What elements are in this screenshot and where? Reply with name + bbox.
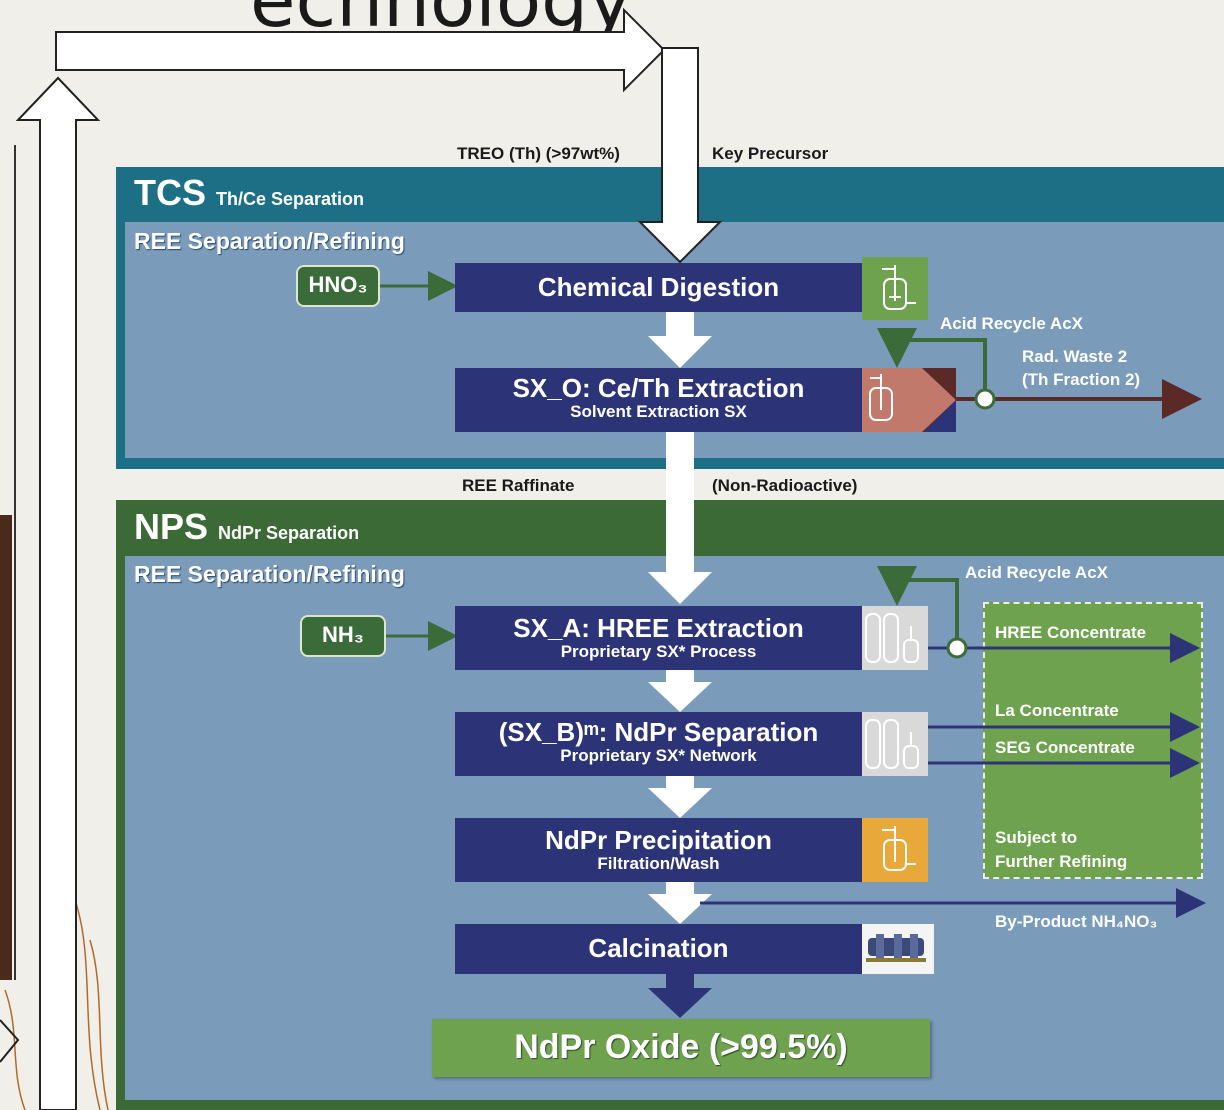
box-calcination: Calcination — [455, 924, 862, 974]
column-icon-a — [862, 606, 928, 670]
precipitation-reactor-icon — [862, 818, 928, 882]
nps-title-text: NPS — [134, 506, 209, 547]
sx-o-title: SX_O: Ce/Th Extraction — [512, 373, 805, 403]
flow-arrow-outline — [15, 7, 666, 1110]
box-precipitation: NdPr Precipitation Filtration/Wash — [455, 818, 862, 882]
precipitation-subtitle: Filtration/Wash — [597, 854, 720, 873]
kiln-glyph — [866, 934, 926, 962]
label-key-precursor: Key Precursor — [712, 144, 829, 163]
kiln-icon — [862, 924, 934, 974]
tcs-refining-title: REE Separation/Refining — [134, 228, 405, 254]
left-brown-panel — [0, 515, 12, 980]
nps-acid-recycle-label: Acid Recycle AcX — [965, 563, 1108, 582]
product-label: NdPr Oxide (>99.5%) — [514, 1028, 848, 1066]
precipitation-reactor-glyph — [882, 826, 916, 871]
label-ree-raffinate: REE Raffinate — [462, 476, 575, 495]
sx-o-subtitle: Solvent Extraction SX — [570, 402, 747, 421]
nps-subtitle: NdPr Separation — [218, 523, 360, 543]
tcs-title-text: TCS — [134, 172, 206, 213]
calcination-label: Calcination — [588, 933, 729, 963]
column-glyph-a — [865, 613, 919, 663]
left-frame-line — [0, 145, 16, 980]
tcs-acid-recycle-label: Acid Recycle AcX — [940, 314, 1083, 333]
extraction-glyph — [869, 368, 956, 432]
input-hno3: HNO₃ — [296, 265, 380, 307]
subject-to-label: Subject to — [995, 828, 1078, 847]
hree-concentrate-label: HREE Concentrate — [995, 623, 1147, 642]
further-refining-label: Further Refining — [995, 852, 1128, 871]
reactor-glyph — [882, 265, 916, 310]
nps-title: NPS NdPr Separation — [134, 506, 359, 548]
rad-waste-label-2: (Th Fraction 2) — [1022, 370, 1141, 389]
column-glyph-b — [865, 719, 919, 769]
box-sx-a: SX_A: HREE Extraction Proprietary SX* Pr… — [455, 606, 862, 670]
input-nh3: NH₃ — [300, 615, 386, 657]
sx-a-subtitle: Proprietary SX* Process — [560, 642, 757, 661]
la-concentrate-label: La Concentrate — [995, 701, 1119, 720]
box-chemical-digestion: Chemical Digestion — [455, 263, 862, 312]
column-icon-b — [862, 712, 928, 776]
sx-b-subtitle: Proprietary SX* Network — [560, 746, 757, 765]
rad-waste-label-1: Rad. Waste 2 — [1022, 347, 1128, 366]
box-sx-o: SX_O: Ce/Th Extraction Solvent Extractio… — [455, 368, 862, 432]
label-non-radioactive: (Non-Radioactive) — [712, 476, 858, 495]
sx-a-title: SX_A: HREE Extraction — [513, 613, 804, 643]
extraction-icon — [862, 368, 956, 432]
product-box — [432, 1019, 930, 1077]
sx-b-title: (SX_B)ᵐ: NdPr Separation — [498, 717, 819, 747]
reactor-icon — [862, 257, 928, 320]
tcs-title: TCS Th/Ce Separation — [134, 172, 364, 214]
precipitation-title: NdPr Precipitation — [545, 825, 772, 855]
nps-refining-title: REE Separation/Refining — [134, 561, 405, 587]
seg-concentrate-label: SEG Concentrate — [995, 738, 1135, 757]
label-treo: TREO (Th) (>97wt%) — [457, 144, 620, 163]
chemical-digestion-label: Chemical Digestion — [537, 272, 780, 302]
byproduct-label: By-Product NH₄NO₃ — [995, 912, 1158, 931]
box-sx-b: (SX_B)ᵐ: NdPr Separation Proprietary SX*… — [455, 712, 862, 776]
tcs-subtitle: Th/Ce Separation — [216, 189, 365, 209]
